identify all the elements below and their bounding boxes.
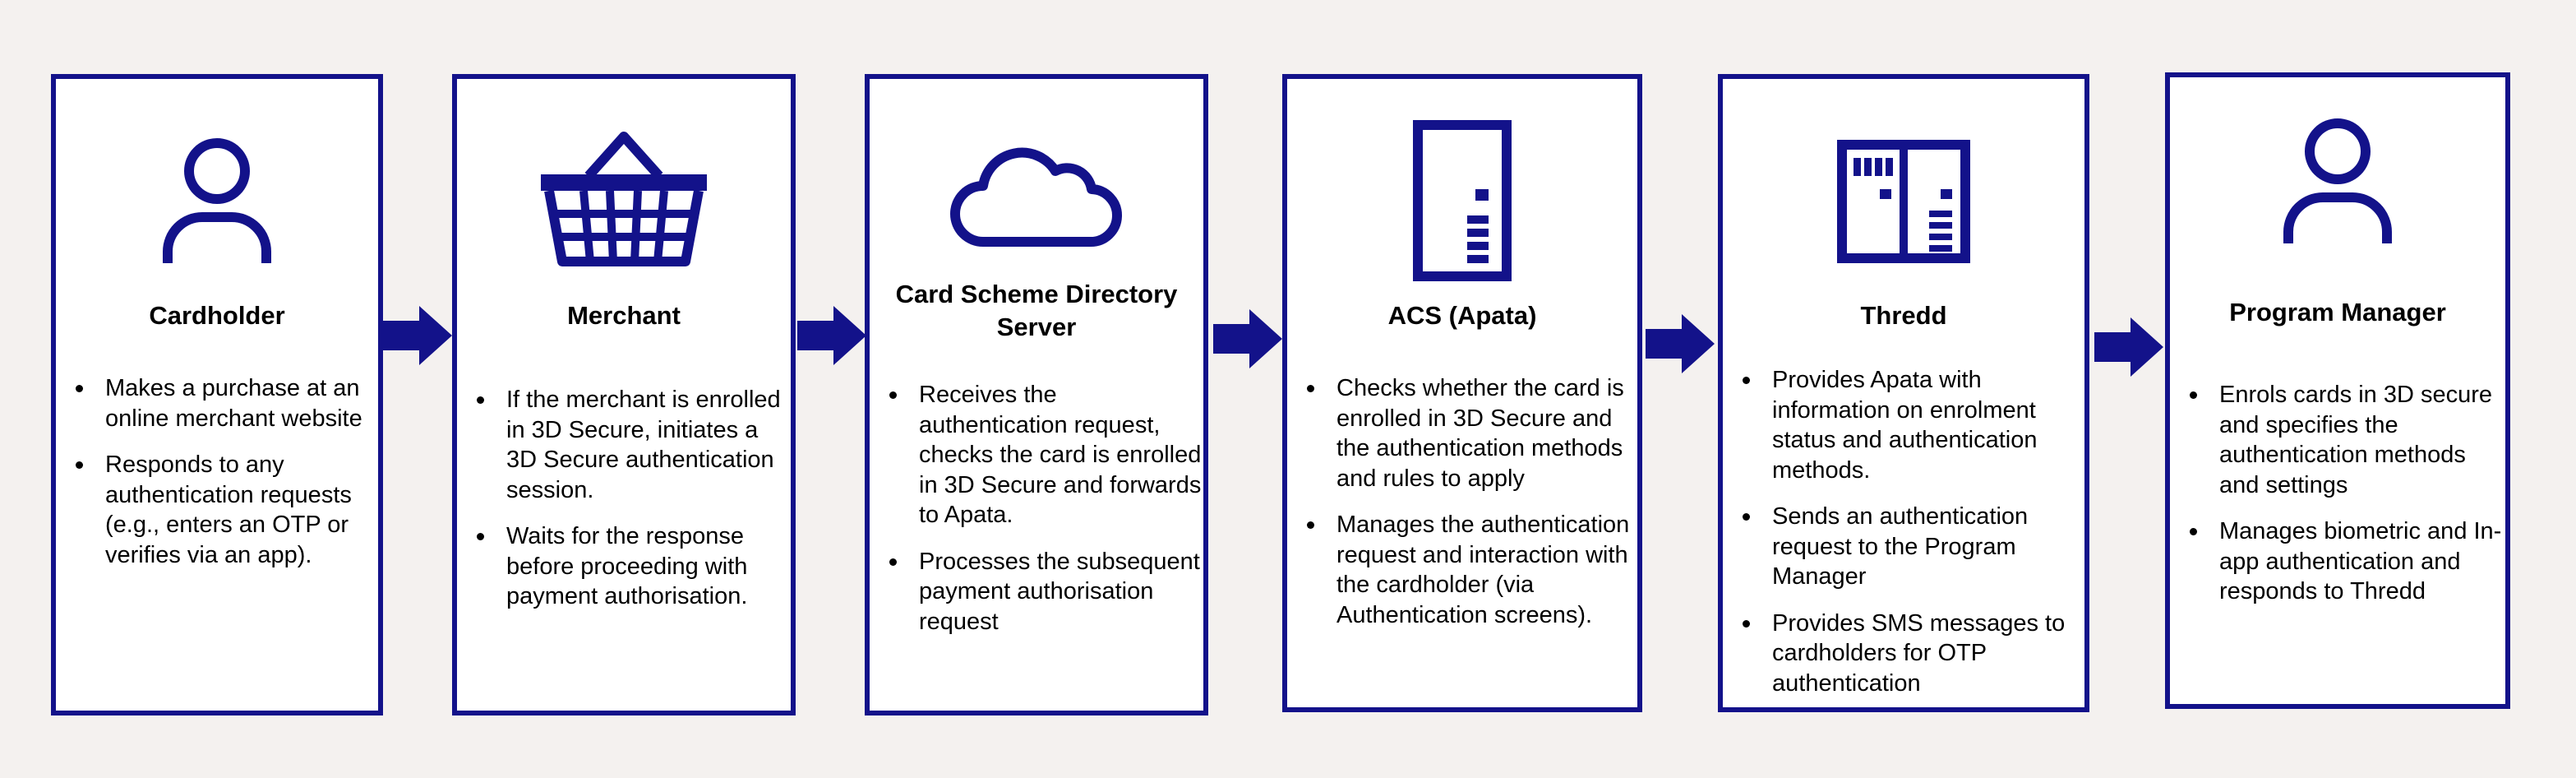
person-icon: [56, 137, 378, 268]
bullet-item: If the merchant is enrolled in 3D Secure…: [477, 385, 791, 505]
arrow-right-icon: [1213, 309, 1282, 368]
bullet-item: Sends an authentication request to the P…: [1743, 502, 2083, 592]
bullet-item: Responds to any authentication requests …: [76, 450, 376, 570]
box-title: Program Manager: [2229, 298, 2446, 326]
double-server-cabinet-icon: [1723, 140, 2084, 263]
box-title: ACS (Apata): [1387, 301, 1537, 330]
bullet-item: Provides SMS messages to cardholders for…: [1743, 609, 2083, 699]
bullet-item: Receives the authentication request, che…: [889, 380, 1203, 530]
bullet-item: Processes the subsequent payment authori…: [889, 547, 1203, 637]
box-title: Cardholder: [149, 301, 285, 330]
server-cabinet-icon: [1287, 120, 1637, 281]
shopping-basket-icon: [457, 128, 791, 268]
arrow-right-icon: [797, 306, 866, 365]
box-title: Merchant: [567, 301, 681, 330]
box-thredd: Thredd Provides Apata with information o…: [1718, 74, 2089, 712]
bullet-item: Checks whether the card is enrolled in 3…: [1307, 373, 1639, 493]
bullet-list: Provides Apata with information on enrol…: [1723, 365, 2094, 715]
box-acs-apata: ACS (Apata) Checks whether the card is e…: [1282, 74, 1642, 712]
person-icon: [2170, 117, 2505, 248]
bullet-list: Receives the authentication request, che…: [870, 380, 1213, 653]
box-directory-server: Card Scheme Directory Server Receives th…: [865, 74, 1208, 715]
box-cardholder: Cardholder Makes a purchase at an online…: [51, 74, 383, 715]
bullet-list: Makes a purchase at an online merchant w…: [56, 373, 388, 586]
bullet-list: Checks whether the card is enrolled in 3…: [1287, 373, 1647, 646]
box-merchant: Merchant If the merchant is enrolled in …: [452, 74, 796, 715]
arrow-right-icon: [2094, 317, 2163, 377]
bullet-item: Manages the authentication request and i…: [1307, 510, 1639, 630]
box-program-manager: Program Manager Enrols cards in 3D secur…: [2165, 72, 2510, 709]
bullet-item: Enrols cards in 3D secure and specifies …: [2190, 380, 2505, 500]
bullet-item: Makes a purchase at an online merchant w…: [76, 373, 376, 433]
arrow-right-icon: [383, 306, 452, 365]
bullet-list: Enrols cards in 3D secure and specifies …: [2170, 380, 2515, 623]
bullet-list: If the merchant is enrolled in 3D Secure…: [457, 385, 801, 628]
arrow-right-icon: [1646, 314, 1715, 373]
bullet-item: Provides Apata with information on enrol…: [1743, 365, 2083, 485]
cloud-icon: [870, 138, 1203, 253]
box-title: Card Scheme Directory Server: [895, 280, 1178, 341]
bullet-item: Waits for the response before proceeding…: [477, 521, 791, 612]
bullet-item: Manages biometric and In-app authenticat…: [2190, 516, 2505, 607]
box-title: Thredd: [1860, 301, 1947, 330]
